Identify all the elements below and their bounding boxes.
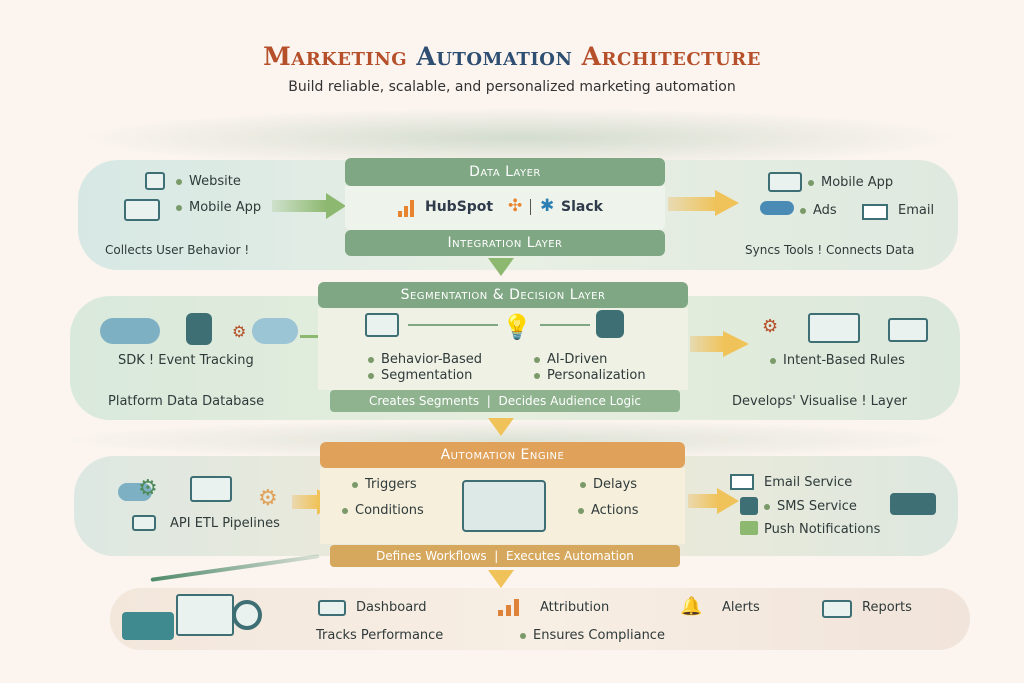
segment-behavior-based: Behavior-Based bbox=[368, 352, 482, 367]
return-arrow-line bbox=[150, 554, 320, 582]
arrow-shaft bbox=[272, 200, 327, 212]
reports-icon bbox=[822, 600, 852, 618]
data-layer-caption-left: Collects User Behavior ! bbox=[105, 243, 250, 257]
arrow-shaft-right bbox=[668, 197, 716, 211]
engine-triggers: Triggers bbox=[352, 477, 417, 492]
arrow-right-icon bbox=[723, 331, 749, 357]
email-envelope-icon bbox=[862, 204, 888, 220]
arrow-shaft-right bbox=[688, 494, 718, 508]
alert-bell-icon: 🔔 bbox=[680, 596, 703, 617]
page-subtitle: Build reliable, scalable, and personaliz… bbox=[288, 79, 736, 95]
pipeline-window-icon bbox=[190, 476, 232, 502]
automation-footer: Defines Workflows | Executes Automation bbox=[330, 545, 680, 567]
analytics-caption-left: Tracks Performance bbox=[316, 628, 444, 643]
segment-segmentation: Segmentation bbox=[368, 368, 472, 383]
gear-network-icon: ⚙ bbox=[762, 316, 779, 337]
robot-icon bbox=[596, 310, 624, 338]
segmentation-footer: Creates Segments | Decides Audience Logi… bbox=[330, 390, 680, 412]
hubspot-sprocket-icon: ✣ bbox=[508, 196, 523, 216]
segmentation-right-caption: Develops' Visualise ! Layer bbox=[732, 394, 907, 409]
automation-basket-icon bbox=[462, 480, 546, 532]
tool-slack: Slack bbox=[561, 199, 603, 215]
profile-card-icon bbox=[365, 313, 399, 337]
analytics-attribution: Attribution bbox=[540, 600, 610, 615]
website-icon bbox=[145, 172, 165, 190]
cloud-icon bbox=[252, 318, 298, 344]
automation-engine-title: Automation Engine bbox=[320, 442, 685, 468]
monitor-chart-icon bbox=[176, 594, 234, 636]
push-notification-icon bbox=[740, 521, 758, 535]
connector-line bbox=[540, 324, 590, 326]
analytics-reports: Reports bbox=[862, 600, 912, 615]
hubspot-bars-icon bbox=[398, 199, 420, 217]
segment-ai-driven: AI-Driven bbox=[534, 352, 607, 367]
gear-icon: ⚙ bbox=[258, 486, 278, 511]
analytics-alerts: Alerts bbox=[722, 600, 760, 615]
cloud-icon bbox=[760, 201, 794, 215]
service-email: Email Service bbox=[764, 475, 853, 490]
arrow-shaft bbox=[300, 335, 328, 338]
analytics-caption-right: Ensures Compliance bbox=[520, 628, 665, 643]
attribution-bars-icon bbox=[498, 598, 526, 616]
arrow-down-icon bbox=[488, 258, 514, 276]
page-title: Marketing Automation Architecture bbox=[263, 42, 761, 71]
service-push: Push Notifications bbox=[764, 522, 881, 537]
data-layer-title: Data Layer bbox=[345, 158, 665, 186]
segmentation-right-label: Intent-Based Rules bbox=[770, 353, 905, 368]
source-mobile-app: Mobile App bbox=[176, 200, 261, 215]
source-website: Website bbox=[176, 174, 241, 189]
engine-actions: Actions bbox=[578, 503, 639, 518]
output-mobile-app: Mobile App bbox=[808, 175, 893, 190]
arrow-shaft bbox=[292, 495, 318, 509]
arrow-right-icon bbox=[326, 193, 346, 219]
gear-icon: ⚙ bbox=[232, 322, 247, 341]
engine-conditions: Conditions bbox=[342, 503, 424, 518]
email-envelope-icon bbox=[730, 474, 754, 490]
cloud-icon bbox=[118, 483, 152, 501]
tool-hubspot: HubSpot bbox=[425, 199, 494, 215]
engine-delays: Delays bbox=[580, 477, 637, 492]
arrow-right-icon bbox=[717, 488, 739, 514]
service-sms: SMS Service bbox=[764, 499, 857, 514]
mobile-app-screen-icon bbox=[768, 172, 802, 192]
output-ads: Ads bbox=[800, 203, 837, 218]
tool-divider bbox=[530, 199, 531, 215]
automation-left-label: API ETL Pipelines bbox=[170, 516, 280, 531]
segmentation-layer-title: Segmentation & Decision Layer bbox=[318, 282, 688, 308]
arrow-down-icon bbox=[488, 570, 514, 588]
gear-icon: ⚙ bbox=[138, 476, 158, 501]
server-icon bbox=[890, 493, 936, 515]
arrow-shaft-right bbox=[690, 336, 724, 352]
mobile-app-icon bbox=[124, 199, 160, 221]
segmentation-left-label: SDK ! Event Tracking bbox=[118, 353, 254, 368]
data-layer-caption-right: Syncs Tools ! Connects Data bbox=[745, 243, 915, 257]
database-icon bbox=[186, 313, 212, 345]
briefcase-icon bbox=[122, 612, 174, 640]
data-layer-tools bbox=[345, 186, 665, 230]
dashboard-icon bbox=[318, 600, 346, 616]
integration-layer-title: Integration Layer bbox=[345, 230, 665, 256]
dashboard-window-icon bbox=[808, 313, 860, 343]
connector-line bbox=[408, 324, 498, 326]
cloud-sync-icon bbox=[100, 318, 160, 344]
list-window-icon bbox=[888, 318, 928, 342]
segment-personalization: Personalization bbox=[534, 368, 646, 383]
arrow-down-icon bbox=[488, 418, 514, 436]
sms-icon bbox=[740, 497, 758, 515]
segmentation-left-caption: Platform Data Database bbox=[108, 394, 265, 409]
slack-icon: ✱ bbox=[540, 196, 555, 216]
arrow-right-icon bbox=[715, 190, 739, 216]
lightbulb-icon: 💡 bbox=[502, 313, 532, 341]
magnifier-icon bbox=[232, 600, 262, 630]
output-email: Email bbox=[898, 203, 935, 218]
analytics-dashboard: Dashboard bbox=[356, 600, 427, 615]
api-card-icon bbox=[132, 515, 156, 531]
